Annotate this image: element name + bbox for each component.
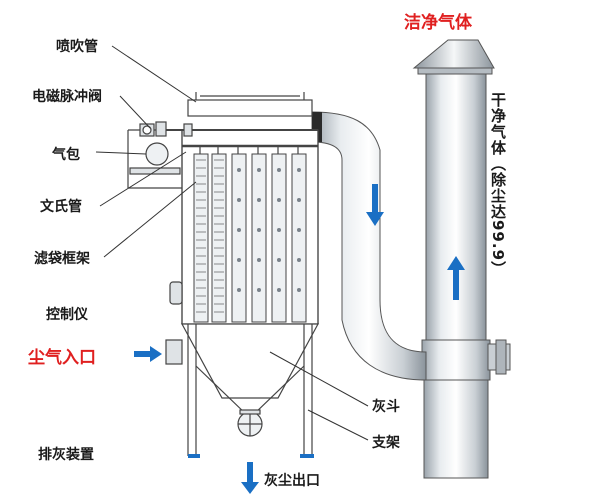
rotary-valve	[237, 409, 263, 437]
spray-pipe-label: 喷吹管	[56, 39, 98, 55]
leader-lines	[95, 45, 369, 441]
ash-discharge-label: 排灰装置	[38, 447, 94, 463]
inlet-arrow	[134, 351, 150, 357]
clean-gas-label: 洁净气体	[404, 13, 472, 33]
solenoid-valve-label: 电磁脉冲阀	[32, 89, 102, 105]
dust-inlet-label: 尘气入口	[28, 348, 96, 368]
dust-outlet-label: 灰尘出口	[264, 473, 320, 489]
bag-hatching	[196, 159, 224, 313]
air-bag-label: 气包	[52, 147, 80, 163]
duct-down-arrow	[372, 184, 378, 212]
support-label: 支架	[372, 435, 400, 451]
bag-frame-label: 滤袋框架	[34, 251, 90, 267]
flow-arrows	[134, 184, 465, 494]
clean-gas-vertical-label: 干净气体（除尘达99.9）	[489, 92, 507, 278]
controller-label: 控制仪	[46, 307, 88, 323]
outlet-down-arrow	[247, 462, 253, 482]
stack-up-arrow	[453, 270, 459, 300]
outlet-duct	[311, 111, 427, 381]
exhaust-stack	[412, 39, 511, 479]
bag-dust-marks	[237, 168, 301, 292]
venturi-label: 文氏管	[40, 199, 82, 215]
ash-hopper-label: 灰斗	[372, 399, 400, 415]
